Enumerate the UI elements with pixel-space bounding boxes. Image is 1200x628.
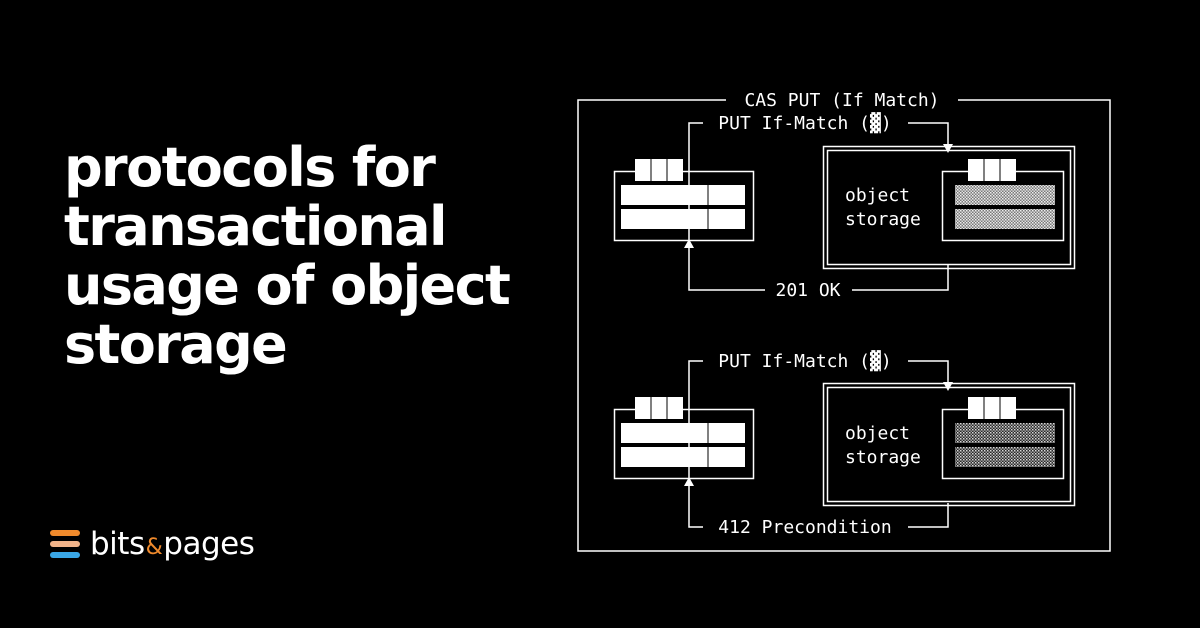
brand-logo: bits&pages — [50, 524, 255, 564]
headline-line-3: usage of object — [64, 254, 511, 317]
top-storage-label-1: object — [845, 185, 910, 206]
headline: protocols for transactional usage of obj… — [64, 138, 544, 374]
top-response-line-right — [852, 265, 949, 291]
bottom-response-label: 412 Precondition — [718, 517, 891, 538]
bottom-response-arrowhead — [684, 477, 694, 486]
bottom-storage-label-2: storage — [845, 447, 921, 468]
headline-line-2: transactional — [64, 195, 448, 258]
headline-line-1: protocols for — [64, 136, 436, 199]
bottom-storage-label-1: object — [845, 423, 910, 444]
top-client-box — [613, 170, 755, 242]
stacked-pages-icon — [50, 530, 80, 558]
headline-line-4: storage — [64, 313, 288, 376]
top-storage-box-outer — [822, 145, 1076, 270]
bottom-storage-box-inner — [826, 386, 1072, 503]
top-response-arrowhead — [684, 239, 694, 248]
top-client-buffer — [621, 159, 745, 229]
bottom-response-line-right — [908, 503, 949, 528]
brand-wordmark: bits&pages — [90, 526, 255, 562]
bottom-storage-contents — [955, 397, 1055, 467]
top-request-label: PUT If-Match (▓) — [718, 112, 891, 134]
top-request-arrowhead — [943, 144, 953, 153]
outer-frame-label: CAS PUT (If Match) — [744, 90, 939, 111]
outer-frame — [577, 99, 1111, 552]
top-response-line — [688, 247, 765, 291]
bottom-storage-buffer — [941, 408, 1065, 480]
bottom-request-arrowhead — [943, 382, 953, 391]
top-storage-contents — [955, 159, 1055, 229]
top-storage-buffer — [941, 170, 1065, 242]
top-storage-box-inner — [826, 149, 1072, 266]
bottom-response-line — [688, 485, 703, 528]
top-response-label: 201 OK — [775, 280, 840, 301]
bottom-request-arrow-line — [908, 360, 949, 383]
top-storage-label-2: storage — [845, 209, 921, 230]
bottom-client-buffer — [621, 397, 745, 467]
bottom-storage-box-outer — [822, 382, 1076, 507]
bottom-request-label: PUT If-Match (▓) — [718, 350, 891, 372]
top-request-arrow-line — [908, 122, 949, 145]
bottom-client-box — [613, 408, 755, 480]
